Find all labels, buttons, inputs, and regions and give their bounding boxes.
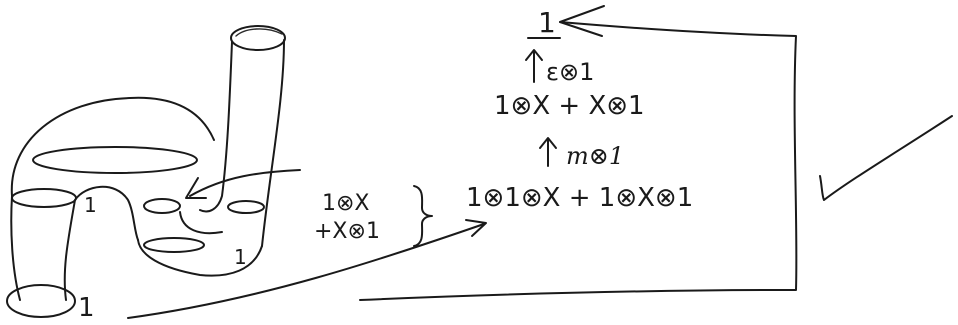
unit-label-bottom: 1 (78, 293, 95, 323)
chain-map-m: m⊗1 (566, 142, 624, 170)
surface-middle-hole (143, 198, 181, 214)
up-arrow-icon (539, 137, 557, 167)
surface-top-cap-scribble (235, 28, 283, 37)
curly-brace-icon (413, 185, 433, 247)
connector-top-arrow-head (559, 5, 605, 37)
surface-saddle-left (74, 185, 139, 241)
surface-tall-tube-left (199, 41, 233, 213)
surface-bottom-ellipse (6, 284, 76, 318)
surface-lower-right-ellipse (143, 237, 205, 253)
surface-left-tube-outer (10, 195, 21, 301)
chain-top-unit: 1 (538, 6, 556, 39)
surface-tall-tube-right (261, 39, 285, 247)
chain-map-epsilon: ε⊗1 (546, 58, 594, 86)
unit-label-right-neck: 1 (234, 245, 247, 269)
surface-arrow-head (185, 177, 207, 199)
surface-outer-arc (10, 96, 215, 197)
up-arrow-icon (525, 49, 543, 83)
surface-left-hole (11, 188, 77, 208)
annotation-line-2: +X⊗1 (314, 219, 380, 244)
surface-right-hole (227, 200, 265, 214)
surface-arrow-shaft (189, 169, 301, 197)
connector-lines (127, 5, 798, 319)
surface-u-inner (179, 211, 223, 235)
cobordism-surface: 1 1 1 (6, 25, 301, 323)
connector-bottom-to-bracket (127, 223, 485, 319)
annotation-line-1: 1⊗X (322, 191, 370, 216)
surface-left-tube-inner (63, 199, 76, 301)
surface-top-ellipse (32, 146, 198, 174)
connector-arrow-head (465, 219, 487, 237)
checkmark-icon (819, 115, 953, 201)
unit-label-left-neck: 1 (84, 193, 97, 217)
chain-bottom: 1⊗1⊗X + 1⊗X⊗1 (466, 183, 693, 213)
bracket-annotation: 1⊗X +X⊗1 (314, 185, 433, 247)
surface-u-left (137, 239, 263, 277)
surface-top-cap-ellipse (230, 25, 286, 51)
connector-bottom-long (359, 21, 798, 301)
chain-middle: 1⊗X + X⊗1 (494, 91, 645, 121)
algebra-chain: 1 ε⊗1 1⊗X + X⊗1 m⊗1 1⊗1⊗X + 1⊗X⊗1 (466, 6, 693, 213)
